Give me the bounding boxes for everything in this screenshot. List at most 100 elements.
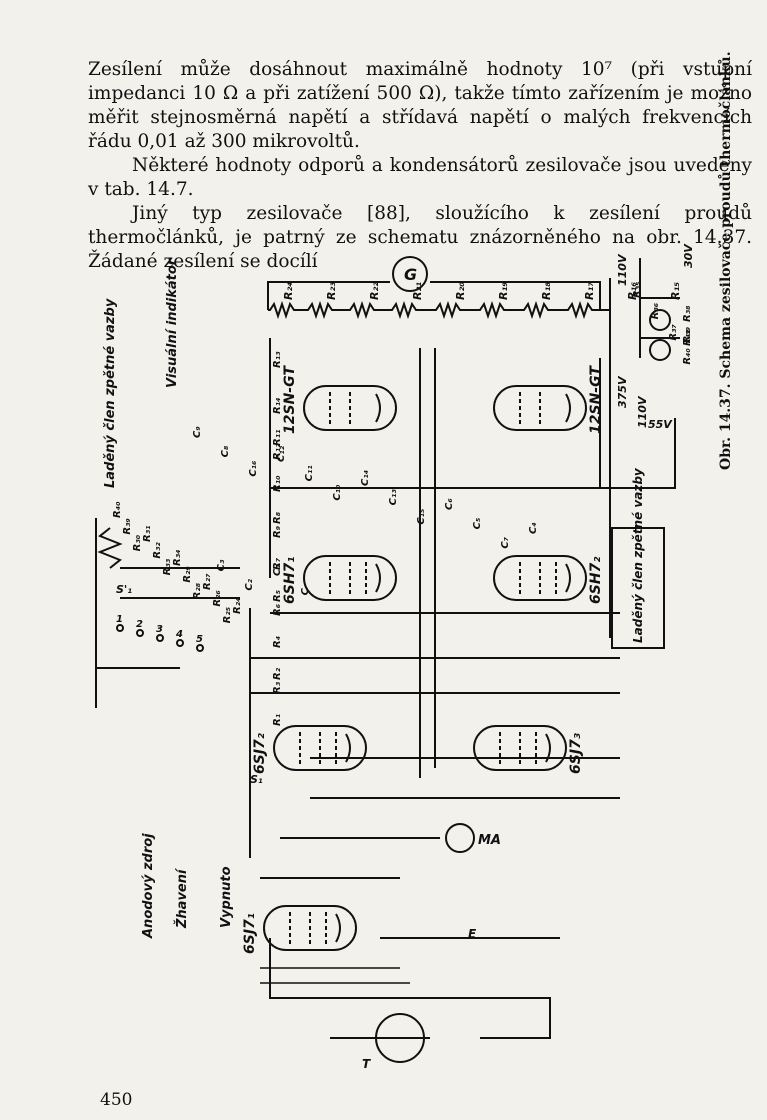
component-label: R₄ xyxy=(272,636,283,648)
thermocouple-icon xyxy=(375,1013,425,1063)
component-label: C₁₂ xyxy=(276,445,287,462)
vacuum-tube-icon: 6SJ7₂ xyxy=(252,725,367,774)
component-label: R₄₀ xyxy=(682,348,693,365)
tube-type-label: 12SN-GT xyxy=(282,365,298,434)
component-label: R₈ xyxy=(272,511,283,524)
component-label: R₁₄ xyxy=(272,398,283,414)
tuned-feedback-right-label: Laděný člen zpětné vazby xyxy=(631,467,645,643)
component-label: R₁ xyxy=(272,714,283,726)
switch-position-label: 1 xyxy=(116,614,123,625)
paragraph-2: Některé hodnoty odporů a kondensátorů ze… xyxy=(88,155,752,200)
component-label: C₄ xyxy=(528,522,539,534)
switch-position-label: 5 xyxy=(196,634,203,645)
switch-s2-label: S'₁ xyxy=(116,583,132,596)
top-resistor-label: R₂₄ xyxy=(282,282,295,300)
component-label: C₉ xyxy=(192,426,203,438)
top-resistor-label: R₁₆ xyxy=(626,282,639,300)
body-text: Zesílení může dosáhnout maximálně hodnot… xyxy=(88,58,752,274)
vacuum-tube-icon: 6SH7₂ xyxy=(493,555,604,604)
top-resistor-label: R₂₃ xyxy=(325,282,338,300)
switch-position-label: 2 xyxy=(136,619,143,630)
component-label: C xyxy=(300,587,311,595)
lamp-2-icon xyxy=(649,339,671,361)
galvanometer-label: G xyxy=(404,265,417,284)
tube-type-label: 6SJ7₃ xyxy=(568,733,584,774)
component-label: R₃ xyxy=(272,681,283,694)
vacuum-tube-icon: 12SN-GT xyxy=(493,365,604,434)
figure-caption: Obr. 14.37. Schema zesilovače proudů the… xyxy=(718,51,734,470)
component-label: R₂₄ xyxy=(232,598,243,614)
tube-type-label: 6SJ7₁ xyxy=(242,913,258,954)
component-label: R₁₂ xyxy=(272,443,283,460)
switch-bank: S'₁ S₁ xyxy=(95,518,263,786)
component-label: C₁₆ xyxy=(248,460,259,477)
voltage-110-top: 110V xyxy=(616,253,629,286)
component-label: C₁₃ xyxy=(388,489,399,506)
component-label: R₃₆ xyxy=(650,302,661,319)
milliammeter-icon xyxy=(445,823,475,853)
paragraph-3: Jiný typ zesilovače [88], sloužícího k z… xyxy=(88,203,752,272)
component-label: C₇ xyxy=(500,536,511,548)
component-label: R₂₉ xyxy=(182,566,193,583)
vacuum-tube-icon: 6SJ7₃ xyxy=(473,725,584,774)
vacuum-tube-icon: 12SN-GT xyxy=(282,365,397,434)
component-label: R₉ xyxy=(272,525,283,538)
top-resistor-label: R₁₈ xyxy=(540,282,553,300)
component-label: R₂₇ xyxy=(202,573,213,590)
component-label: C₁₄ xyxy=(360,470,371,486)
component-label: R₃₉ xyxy=(682,326,693,343)
component-label: R₃₂ xyxy=(152,542,163,559)
top-resistor-label: R₁₉ xyxy=(497,282,510,300)
top-resistor-label: R₂₂ xyxy=(368,282,381,300)
component-label: R₇ xyxy=(272,557,283,570)
voltage-30: 30V xyxy=(682,243,695,268)
amplifier-wiring: MA T E xyxy=(249,338,620,1071)
component-label: R₂₈ xyxy=(192,582,203,599)
component-label: R₅ xyxy=(272,590,283,602)
component-label: R₂₆ xyxy=(212,590,223,607)
component-label: R₁₃ xyxy=(272,351,283,368)
tube-type-label: 6SJ7₂ xyxy=(252,732,268,774)
switch-position-label: 4 xyxy=(175,629,183,640)
component-label: C₁₁ xyxy=(304,465,315,481)
component-label: R₃₄ xyxy=(172,550,183,566)
tube-type-label: 6SH7₁ xyxy=(282,557,298,604)
top-resistor-label: R₂₁ xyxy=(411,282,424,300)
component-label: R₃₈ xyxy=(682,305,693,322)
component-label: C₆ xyxy=(444,498,455,510)
tuned-feedback-box xyxy=(611,527,665,649)
paragraph-1: Zesílení může dosáhnout maximálně hodnot… xyxy=(88,59,752,152)
component-label: R₃₀ xyxy=(132,534,143,551)
power-supply-section: 110V 30V 375V 110V 55V xyxy=(599,243,695,638)
component-label: C₁ xyxy=(272,564,283,576)
component-label: R₄₁ xyxy=(682,330,693,346)
top-resistor-label: R₁₅ xyxy=(669,282,682,300)
voltage-375: 375V xyxy=(616,375,629,408)
voltage-55: 55V xyxy=(648,418,673,431)
page-number: 450 xyxy=(100,1090,133,1110)
component-label: R₃₅ xyxy=(632,282,643,298)
galvanometer-icon xyxy=(392,256,428,292)
component-label: R₄₀ xyxy=(112,501,123,518)
visual-indicator-label: Visuální indikátor xyxy=(165,257,180,388)
component-label: C₃ xyxy=(216,559,227,571)
voltage-110-mid: 110V xyxy=(636,395,649,428)
lamp-1-icon xyxy=(649,309,671,331)
component-label: R₂₅ xyxy=(222,607,233,623)
component-label: R₃₃ xyxy=(162,558,173,575)
vacuum-tube-icon: 6SJ7₁ xyxy=(242,905,357,954)
component-label: R₃₇ xyxy=(668,324,679,341)
tube-type-label: 6SH7₂ xyxy=(588,556,604,604)
component-label: R₂ xyxy=(272,667,283,680)
electrode-label: E xyxy=(468,927,477,941)
component-label: C₁₀ xyxy=(332,484,343,501)
component-label: R₃₁ xyxy=(142,526,153,542)
component-label: R₃₉ xyxy=(122,518,133,535)
vacuum-tube-icon: 6SH7₁ xyxy=(282,555,397,604)
anode-source-label: Anodový zdroj xyxy=(141,833,156,939)
component-label: C₂ xyxy=(244,578,255,590)
milliammeter-label: MA xyxy=(478,833,501,848)
switch-s1-label: S₁ xyxy=(250,773,263,786)
